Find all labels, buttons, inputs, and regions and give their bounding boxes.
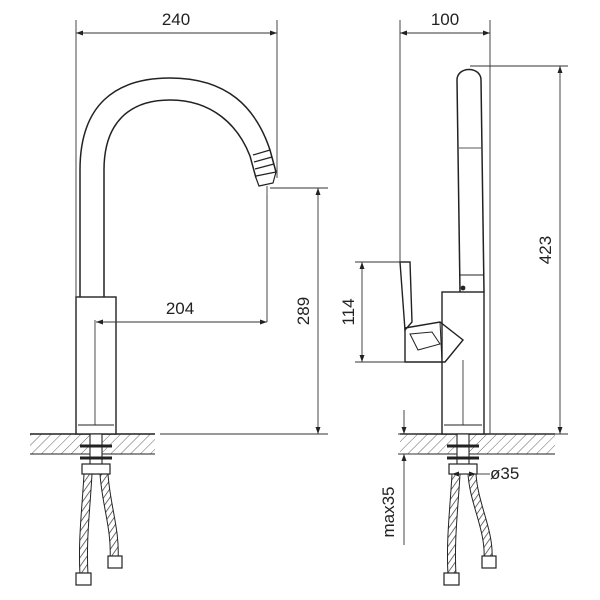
set-screw bbox=[460, 285, 466, 291]
hose-connector-left-1 bbox=[75, 572, 92, 586]
spout-outer bbox=[79, 77, 277, 297]
dimension-289-label: 289 bbox=[294, 297, 313, 325]
dimension-100-label: 100 bbox=[431, 10, 459, 29]
hose-connector-left-2 bbox=[107, 555, 123, 569]
dimension-max35-label: max35 bbox=[379, 486, 398, 537]
lever-cartridge bbox=[404, 321, 464, 363]
aerator-tip bbox=[255, 171, 277, 187]
countertop-right bbox=[400, 434, 555, 454]
front-view: 100 423 114 ø35 max35 bbox=[339, 10, 568, 586]
hose-left-1 bbox=[78, 473, 93, 576]
dimension-204-label: 204 bbox=[166, 299, 194, 318]
hose-left-2 bbox=[99, 473, 119, 561]
side-view: 240 204 289 bbox=[30, 10, 328, 586]
spout-front bbox=[456, 68, 485, 293]
hose-right-2 bbox=[467, 473, 493, 561]
faucet-body bbox=[75, 296, 117, 435]
lever-handle bbox=[399, 261, 413, 332]
lever-joint bbox=[409, 331, 441, 351]
dimension-423-label: 423 bbox=[536, 236, 555, 264]
hose-right-1 bbox=[446, 473, 461, 576]
aerator-lines bbox=[252, 149, 277, 177]
spout-inner bbox=[103, 99, 257, 297]
fixing-plate-front bbox=[448, 463, 478, 475]
dimension-d35-label: ø35 bbox=[490, 464, 519, 483]
dimension-114-label: 114 bbox=[339, 298, 358, 325]
fixing-plate bbox=[81, 463, 111, 475]
dimension-240-label: 240 bbox=[162, 10, 190, 29]
